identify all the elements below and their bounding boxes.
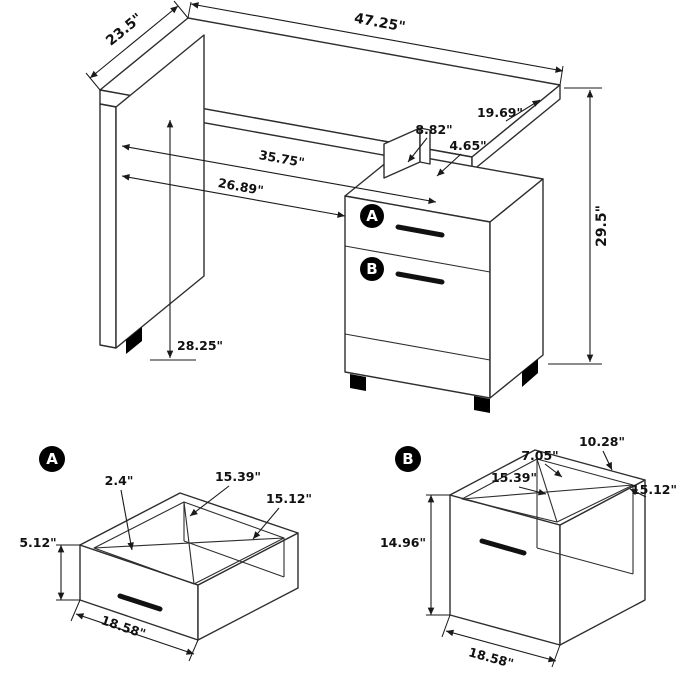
- drawer-b-interior-lines: [461, 458, 634, 575]
- desk-feet: [126, 327, 538, 413]
- dim-right-depth: 19.69": [477, 105, 523, 120]
- dim-line-b-outer-width: [445, 629, 557, 663]
- drawer-b-detail-handle: [479, 538, 527, 556]
- dim-line-a-outer-width: [75, 613, 195, 655]
- drawer-a-badge: [360, 204, 384, 228]
- dim-inner-clearance: 35.75": [258, 147, 306, 170]
- dim-overall-height: 29.5": [594, 205, 610, 247]
- dim-a-interior-width: 15.39": [215, 469, 261, 484]
- dim-cubby-depth: 4.65": [449, 138, 486, 153]
- drawer-b-badge-label: B: [366, 260, 377, 278]
- drawer-a-interior-lines: [93, 501, 285, 585]
- dim-top-width: 47.25": [353, 11, 407, 36]
- desk-view: A B: [99, 17, 561, 413]
- drawer-a-view: A 5.12" 18.58" 2.4" 15.39" 15.12": [19, 446, 312, 662]
- dim-line-inner-clearance: [121, 144, 437, 204]
- dim-leg-clearance: 28.25": [177, 338, 223, 353]
- dim-b-interior-width: 15.39": [491, 470, 537, 485]
- drawer-b-rim: [449, 449, 646, 526]
- drawer-b-detail-badge-label: B: [402, 450, 413, 468]
- drawer-b-view: B 14.96" 18.58" 10.28" 7.05" 15.39" 15.1…: [380, 434, 677, 671]
- drawer-a-detail-badge: [39, 446, 65, 472]
- desk-left-panel-edge: [99, 103, 117, 349]
- dim-line-knee-clearance: [121, 174, 346, 218]
- drawer-a-badge-label: A: [366, 207, 378, 225]
- cabinet-right-face: [489, 178, 544, 399]
- dim-b-height: 14.96": [380, 535, 426, 550]
- dim-b-back-depth: 10.28": [579, 434, 625, 449]
- drawer-a-detail-badge-label: A: [46, 450, 58, 468]
- dim-line-top-width: [190, 2, 564, 73]
- dim-cubby-width: 8.82": [415, 122, 452, 137]
- cabinet-drawer-lines: [344, 245, 491, 361]
- dim-line-top-depth: [89, 5, 179, 79]
- drawer-a-handle: [395, 224, 445, 238]
- drawer-b-detail-badge: [395, 446, 421, 472]
- drawer-b-badge: [360, 257, 384, 281]
- dim-a-interior-depth: 15.12": [266, 491, 312, 506]
- dim-a-front-thickness: 2.4": [105, 473, 134, 488]
- dim-top-depth: 23.5": [103, 10, 146, 49]
- dim-a-height: 5.12": [19, 535, 56, 550]
- drawer-a-detail-handle: [117, 593, 163, 612]
- dim-b-interior-depth: 15.12": [631, 482, 677, 497]
- drawer-b-handle: [395, 271, 445, 285]
- dim-b-top-inset: 7.05": [521, 448, 558, 463]
